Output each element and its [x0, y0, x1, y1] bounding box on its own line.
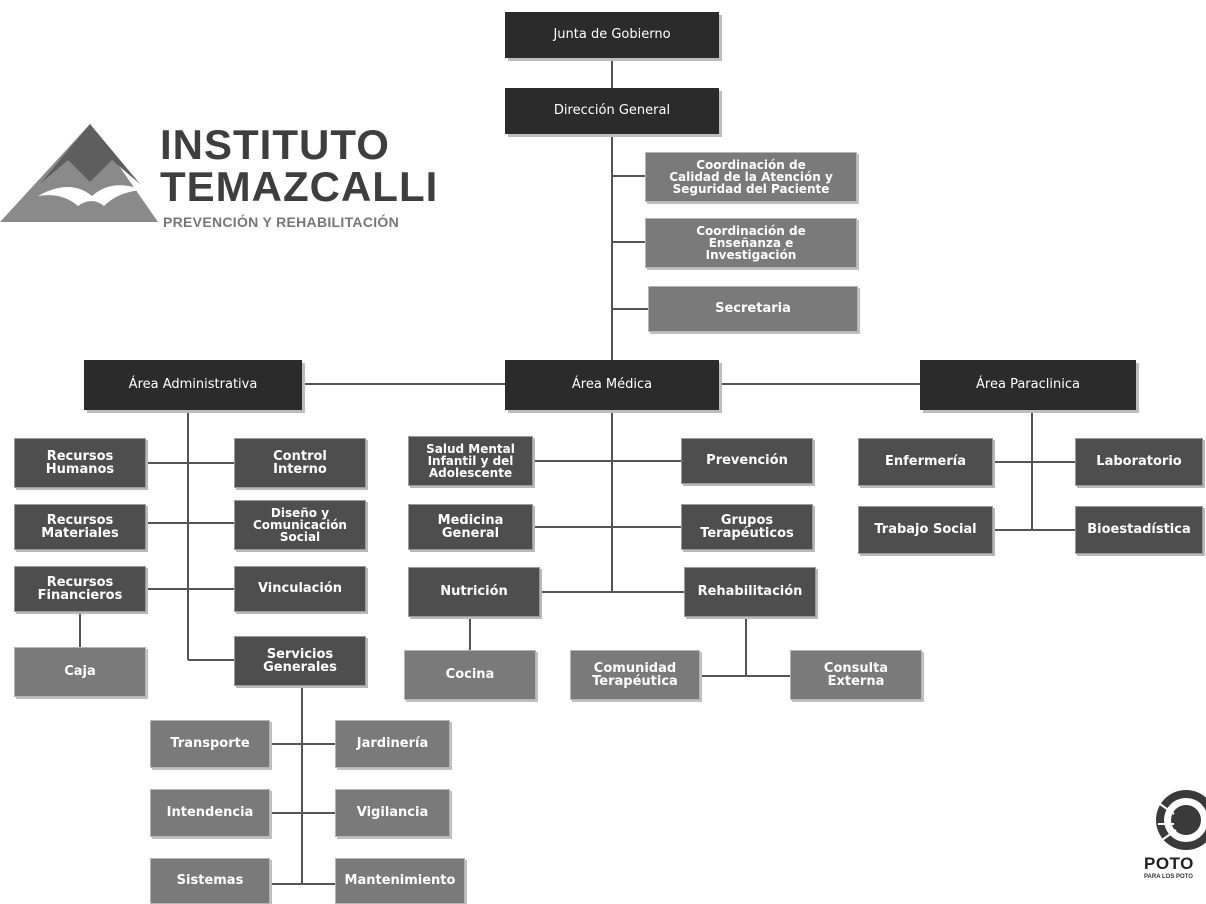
transporte-box: Transporte	[150, 720, 270, 768]
area-paraclinica-box: Área Paraclinica	[920, 360, 1136, 410]
seal-emblem-icon	[1156, 790, 1206, 850]
consulta-externa-box: Consulta Externa	[790, 650, 922, 700]
bioestadistica-box: Bioestadística	[1075, 506, 1203, 554]
vigilancia-box: Vigilancia	[335, 789, 450, 837]
coordinacion-calidad-box: Coordinación de Calidad de la Atención y…	[645, 152, 857, 202]
comunidad-terapeutica-box: Comunidad Terapéutica	[570, 650, 700, 700]
medicina-general-box: Medicina General	[408, 504, 533, 550]
secretaria-box: Secretaria	[648, 286, 858, 332]
recursos-humanos-box: Recursos Humanos	[14, 438, 146, 488]
recursos-materiales-box: Recursos Materiales	[14, 504, 146, 550]
control-interno-box: Control Interno	[234, 438, 366, 488]
nutricion-box: Nutrición	[408, 567, 540, 617]
coordinacion-ensenanza-box: Coordinación de Enseñanza e Investigació…	[645, 218, 857, 268]
vinculacion-box: Vinculación	[234, 566, 366, 612]
laboratorio-box: Laboratorio	[1075, 438, 1203, 486]
junta-de-gobierno-box: Junta de Gobierno	[505, 12, 719, 58]
logo-title-line2: TEMAZCALLI	[160, 163, 439, 210]
seal-subtext: PARA LOS POTO	[1144, 874, 1193, 880]
enfermeria-box: Enfermería	[858, 438, 993, 486]
cocina-box: Cocina	[404, 650, 536, 700]
diseno-comunicacion-box: Diseño y Comunicación Social	[234, 500, 366, 550]
servicios-generales-box: Servicios Generales	[234, 636, 366, 686]
trabajo-social-box: Trabajo Social	[858, 506, 993, 554]
institute-logo: INSTITUTO TEMAZCALLI PREVENCIÓN Y REHABI…	[0, 120, 470, 240]
area-medica-box: Área Médica	[505, 360, 719, 410]
direccion-general-box: Dirección General	[505, 88, 719, 134]
caja-box: Caja	[14, 647, 146, 697]
jardineria-box: Jardinería	[335, 720, 450, 768]
grupos-terapeuticos-box: Grupos Terapéuticos	[681, 504, 813, 550]
logo-title-line1: INSTITUTO	[160, 121, 390, 168]
salud-mental-box: Salud Mental Infantil y del Adolescente	[408, 436, 533, 486]
logo-tagline: PREVENCIÓN Y REHABILITACIÓN	[163, 214, 400, 230]
sistemas-box: Sistemas	[150, 858, 270, 904]
state-seal-logo: POTO PARA LOS POTO	[1140, 784, 1206, 894]
area-administrativa-box: Área Administrativa	[84, 360, 302, 410]
recursos-financieros-box: Recursos Financieros	[14, 566, 146, 612]
intendencia-box: Intendencia	[150, 789, 270, 837]
seal-text: POTO	[1144, 854, 1194, 873]
rehabilitacion-box: Rehabilitación	[684, 567, 816, 617]
mountain-bird-icon	[0, 124, 158, 222]
prevencion-box: Prevención	[681, 438, 813, 484]
mantenimiento-box: Mantenimiento	[335, 858, 465, 904]
